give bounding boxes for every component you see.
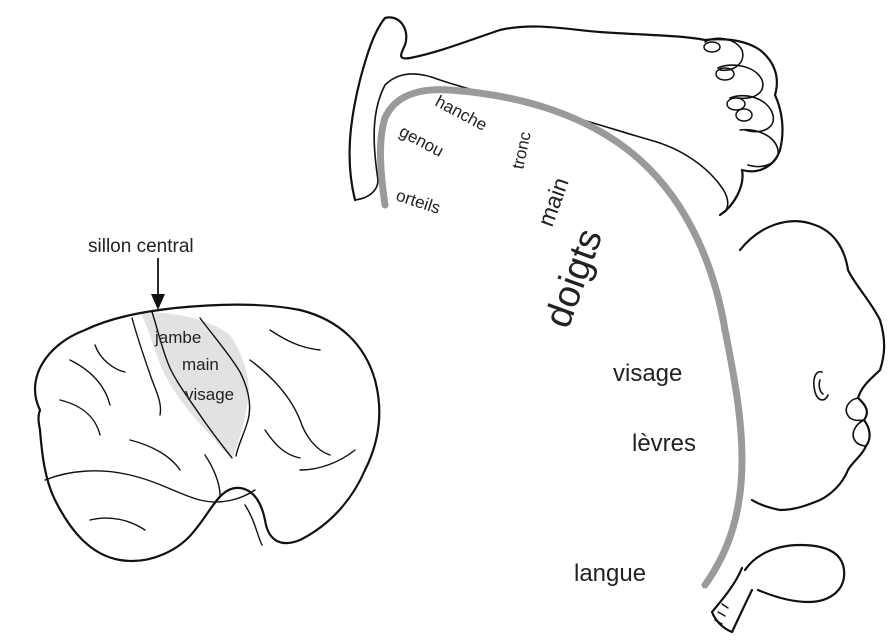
brain-fold — [300, 450, 355, 470]
tongue — [745, 545, 844, 602]
temporal-lobe-line — [45, 471, 255, 502]
cortex-strip — [380, 90, 742, 585]
label-tronc: tronc — [508, 129, 535, 170]
fingernail-4 — [736, 109, 752, 121]
label-levres: lèvres — [632, 430, 696, 457]
brain-fold — [265, 430, 300, 458]
label-langue: langue — [574, 560, 646, 587]
sulcus-arrow-head — [151, 294, 165, 310]
brain-fold — [130, 440, 180, 470]
label-orteils: orteils — [394, 186, 443, 218]
brain-label-jambe: jambe — [154, 328, 201, 347]
label-doigts: doigts — [537, 223, 611, 333]
sillon-central-label: sillon central — [88, 236, 194, 257]
brain-fold — [70, 360, 110, 405]
ear-inner — [819, 380, 823, 394]
brain-lateral-view: sillon central jambe main visage — [35, 236, 379, 561]
motor-homunculus: hanche tronc genou orteils main doigts v… — [350, 17, 885, 632]
mouth — [853, 420, 866, 446]
brain-fold — [270, 330, 320, 350]
ear — [814, 372, 828, 400]
label-visage: visage — [613, 360, 682, 387]
homunculus-face-outline — [740, 221, 884, 510]
fingernail-1 — [704, 42, 720, 52]
brain-label-main: main — [182, 355, 219, 374]
brain-label-visage: visage — [185, 385, 234, 404]
brain-fold — [90, 518, 145, 530]
label-genou: genou — [396, 122, 447, 161]
brain-fold — [245, 505, 262, 545]
label-main: main — [532, 174, 573, 230]
brain-fold — [250, 360, 330, 455]
brain-fold — [60, 400, 100, 435]
brain-fold — [95, 345, 125, 372]
label-hanche: hanche — [432, 92, 490, 135]
brain-fold — [205, 455, 220, 495]
fingernail-3 — [727, 98, 745, 110]
